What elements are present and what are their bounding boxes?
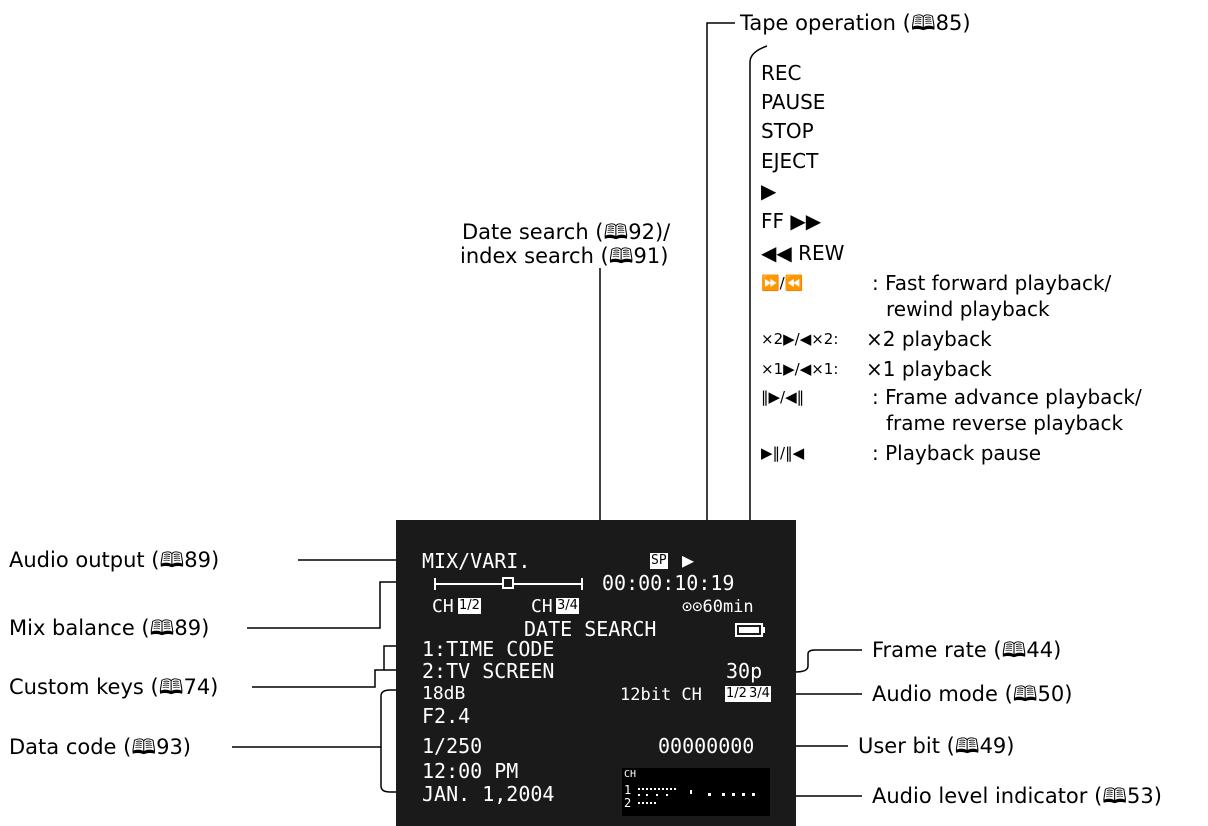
- screen-audio-mode-box2: 3/4: [748, 686, 771, 702]
- date-search-label: Date search (🕮92)/: [462, 220, 671, 244]
- screen-audio-mode-box1: 1/2: [725, 686, 748, 702]
- op-ffrew-desc2: rewind playback: [886, 297, 1050, 321]
- screen-audio-mode: 12bit CH: [620, 685, 702, 705]
- op-play: ▶: [761, 179, 777, 203]
- mix-balance-slider: [434, 577, 583, 590]
- screen-custom-key-2: 2:TV SCREEN: [422, 659, 555, 683]
- op-frame-sym: ‖▶/◀‖: [761, 388, 805, 406]
- screen-aperture: F2.4: [422, 704, 471, 728]
- audio-level-meter: CH 1 2: [622, 768, 770, 816]
- screen-sp-badge: SP: [650, 553, 668, 569]
- screen-user-bit: 00000000: [658, 734, 755, 758]
- screen-ch34: CH: [531, 596, 553, 617]
- audio-level-label: Audio level indicator (🕮53): [872, 784, 1162, 808]
- op-ffrew-desc1: : Fast forward playback/: [872, 271, 1112, 295]
- level-ch1-label: 1: [624, 783, 632, 797]
- op-eject: EJECT: [761, 149, 819, 173]
- screen-play-icon: ▶: [682, 548, 695, 572]
- screen-date-search: DATE SEARCH: [524, 617, 657, 641]
- audio-output-label: Audio output (🕮89): [9, 548, 220, 572]
- screen-timecode: 00:00:10:19: [602, 571, 735, 595]
- op-x2-desc: ×2 playback: [866, 327, 992, 351]
- op-x2-sym: ×2▶/◀×2:: [761, 330, 839, 348]
- level-bars: [638, 788, 755, 804]
- screen-date: JAN. 1,2004: [422, 782, 555, 806]
- user-bit-label: User bit (🕮49): [858, 734, 1015, 758]
- screen-ch34-box: 3/4: [556, 598, 579, 614]
- level-ch-label: CH: [624, 769, 637, 780]
- index-search-label: index search (🕮91): [460, 244, 669, 268]
- screen-custom-key-1: 1:TIME CODE: [422, 637, 555, 661]
- op-frame-desc2: frame reverse playback: [886, 411, 1124, 435]
- screen-frame-rate: 30p: [726, 659, 763, 683]
- screen-time: 12:00 PM: [422, 759, 519, 783]
- frame-rate-label: Frame rate (🕮44): [872, 638, 1062, 662]
- screen-shutter: 1/250: [422, 734, 483, 758]
- op-frame-desc1: : Frame advance playback/: [872, 385, 1142, 409]
- op-rew: ◀◀ REW: [761, 241, 845, 265]
- screen-tape-remaining: ⊙⊙60min: [682, 597, 754, 617]
- battery-icon: [735, 623, 765, 637]
- mix-balance-label: Mix balance (🕮89): [9, 616, 210, 640]
- op-rec: REC: [761, 61, 802, 85]
- tape-operation-label: Tape operation (🕮85): [740, 11, 971, 35]
- data-code-label: Data code (🕮93): [9, 735, 192, 759]
- audio-mode-label: Audio mode (🕮50): [872, 682, 1073, 706]
- op-x1-desc: ×1 playback: [866, 357, 992, 381]
- op-pause-sym: ▶‖/‖◀: [761, 444, 805, 462]
- op-ffrew-sym: ⏩/⏪: [761, 274, 804, 292]
- screen-ch12-box: 1/2: [458, 598, 481, 614]
- op-stop: STOP: [761, 119, 814, 143]
- viewfinder-screen: MIX/VARI. SP ▶ 00:00:10:19 CH 1/2 CH 3/4…: [396, 520, 796, 826]
- op-pause-desc: : Playback pause: [872, 441, 1042, 465]
- op-ff: FF ▶▶: [761, 209, 822, 233]
- level-ch2-label: 2: [624, 796, 632, 810]
- screen-ch12: CH: [432, 596, 454, 617]
- screen-gain: 18dB: [422, 683, 466, 704]
- op-x1-sym: ×1▶/◀×1:: [761, 360, 839, 378]
- op-pause: PAUSE: [761, 90, 826, 114]
- custom-keys-label: Custom keys (🕮74): [9, 675, 219, 699]
- screen-audio-output: MIX/VARI.: [422, 549, 531, 573]
